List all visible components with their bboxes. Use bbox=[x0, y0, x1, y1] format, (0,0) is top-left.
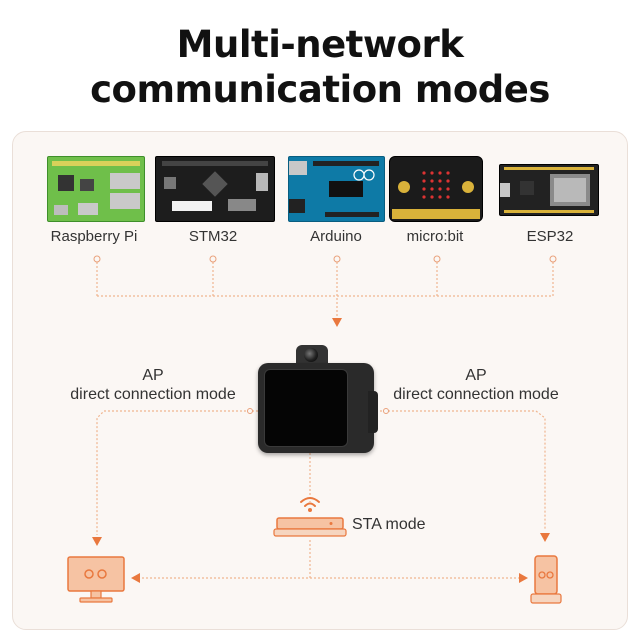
page-title: Multi-network communication modes bbox=[0, 22, 640, 112]
microbit-board-art bbox=[392, 171, 480, 219]
sta-mode-label: STA mode bbox=[352, 516, 426, 533]
smartphone-icon bbox=[530, 555, 562, 604]
arduino-board bbox=[288, 156, 385, 222]
raspberry-pi-board bbox=[47, 156, 145, 222]
left-mode-subtitle: direct connection mode bbox=[70, 386, 236, 403]
right-mode-label: AP direct connection mode bbox=[371, 366, 581, 404]
board-label-esp32: ESP32 bbox=[526, 228, 574, 245]
camera-lens-icon bbox=[304, 348, 318, 362]
wifi-router-icon bbox=[273, 497, 347, 537]
camera-body bbox=[258, 363, 374, 453]
board-label-raspberry-pi: Raspberry Pi bbox=[50, 228, 138, 245]
board-label-arduino: Arduino bbox=[310, 228, 362, 245]
computer-monitor-icon bbox=[67, 556, 125, 603]
esp32-board bbox=[499, 164, 599, 216]
title-line-1: Multi-network bbox=[176, 23, 464, 66]
right-mode-subtitle: direct connection mode bbox=[393, 386, 559, 403]
raspberry-pi-board-art bbox=[52, 161, 140, 215]
board-label-stm32: STM32 bbox=[188, 228, 238, 245]
camera-side-panel bbox=[368, 391, 378, 433]
left-mode-label: AP direct connection mode bbox=[48, 366, 258, 404]
board-label-microbit: micro:bit bbox=[406, 228, 464, 245]
stm32-board bbox=[155, 156, 275, 222]
camera-lens-housing bbox=[296, 345, 328, 367]
left-mode-title: AP bbox=[142, 367, 164, 384]
camera-module bbox=[258, 345, 378, 453]
arduino-board-art bbox=[289, 161, 379, 217]
stm32-board-art bbox=[162, 161, 268, 211]
esp32-board-art bbox=[500, 167, 594, 213]
microbit-board bbox=[389, 156, 483, 222]
camera-screen bbox=[264, 369, 348, 447]
title-line-2: communication modes bbox=[90, 68, 550, 111]
right-mode-title: AP bbox=[465, 367, 487, 384]
